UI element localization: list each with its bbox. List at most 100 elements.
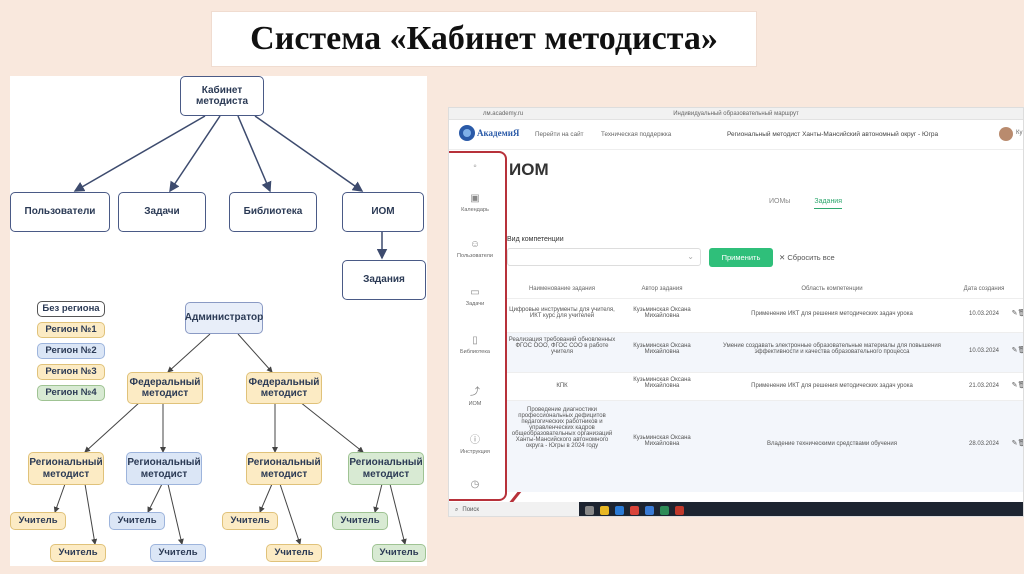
taskbar-search[interactable]: ⌕ Поиск [449,502,579,516]
node-regional-methodist-3: Региональный методист [246,452,322,485]
cell-author: Кузьминская Оксана Михайловна [633,435,691,447]
sidebar-item-calendar[interactable]: ▣ Календарь [449,193,501,213]
node-regional-methodist-1: Региональный методист [28,452,104,485]
node-regional-methodist-4: Региональный методист [348,452,424,485]
node-teacher-4b: Учитель [372,544,426,562]
col-date: Дата создания [963,286,1005,292]
cell-area: Применение ИКТ для решения методических … [751,383,913,389]
competence-select[interactable]: ⌄ [507,248,701,266]
cell-area: Владение техническими средствами обучени… [767,441,897,447]
app-screenshot: лм.academy.ru Индивидуальный образовател… [448,107,1024,517]
app-header: АкадемиЯ Перейти на сайт Техническая под… [449,120,1023,150]
page-title: ИОМ [509,160,549,179]
table-row[interactable]: КПК Кузьминская Оксана Михайловна Примен… [507,372,1023,400]
sidebar-item-users[interactable]: ☺Пользователи [449,239,501,259]
col-area: Область компетенции [801,286,863,292]
col-name: Наименование задания [528,286,596,292]
table-row[interactable]: Проведение диагностики профессиональных … [507,400,1023,492]
cell-name: Цифровые инструменты для учителя, ИКТ ку… [509,307,615,319]
node-federal-methodist-1: Федеральный методист [127,372,203,404]
sidebar-collapse[interactable]: ◦ [449,161,501,175]
app-icon[interactable] [675,505,684,515]
node-library: Библиотека [229,192,317,232]
edit-delete-icons[interactable]: ✎🗑 [1011,347,1023,354]
table-row[interactable]: Цифровые инструменты для учителя, ИКТ ку… [507,298,1023,332]
cell-area: Применение ИКТ для решения методических … [751,311,913,317]
assignments-table: Наименование задания Автор задания Облас… [507,284,1023,492]
edge-icon[interactable] [615,505,624,515]
search-icon: ⌕ [455,506,459,513]
table-row[interactable]: Реализация требований обновленных ФГОС О… [507,332,1023,372]
table-header: Наименование задания Автор задания Облас… [507,284,1023,298]
reset-button[interactable]: ✕ Сбросить все [779,253,835,262]
windows-taskbar: ⌕ Поиск [449,502,1023,516]
structure-diagram: Кабинет методиста Пользователи Задачи Би… [10,76,427,566]
cell-area: Умение создавать электронные образовател… [723,343,941,355]
academy-logo[interactable]: АкадемиЯ [459,125,519,141]
edit-delete-icons[interactable]: ✎🗑 [1011,440,1023,447]
cell-name: Проведение диагностики профессиональных … [511,407,613,449]
sidebar-item-iom[interactable]: ⤴ ИОМ [449,383,501,407]
cell-author: Кузьминская Оксана Михайловна [633,343,691,355]
browser-url[interactable]: лм.academy.ru [483,110,524,117]
tab-assignments[interactable]: Задания [814,198,843,209]
legend-region-1: Регион №1 [37,322,105,338]
cell-name: КПК [556,383,568,389]
node-users: Пользователи [10,192,110,232]
logo-text: АкадемиЯ [477,128,520,138]
taskview-icon[interactable] [585,505,594,515]
sidebar-item-label: ИОМ [468,401,482,407]
avatar[interactable] [999,127,1013,141]
cell-author: Кузьминская Оксана Михайловна [633,377,691,389]
yandex-icon[interactable] [630,505,639,515]
node-administrator: Администратор [185,302,263,334]
node-teacher-2b: Учитель [150,544,206,562]
word-icon[interactable] [645,505,654,515]
cell-date: 10.03.2024 [968,311,1000,317]
col-author: Автор задания [641,286,683,292]
sidebar: ◦ ▣ Календарь ☺Пользователи ▭Задачи ▯Библ… [449,151,507,501]
apply-button[interactable]: Применить [709,248,773,267]
logo-icon [459,125,475,141]
tasks-icon: ▭ [470,287,480,298]
user-role: Региональный методист Ханты-Мансийский а… [727,131,939,138]
sidebar-item-library[interactable]: ▯Библиотека [449,335,501,355]
node-teacher-1a: Учитель [10,512,66,530]
edit-delete-icons[interactable]: ✎🗑 [1011,310,1023,317]
cell-date: 28.03.2024 [968,441,1000,447]
node-teacher-4a: Учитель [332,512,388,530]
cell-name: Реализация требований обновленных ФГОС О… [508,337,616,355]
site-link[interactable]: Перейти на сайт [535,131,584,138]
sidebar-item-clock[interactable]: ◷ [449,479,501,493]
taskbar-search-label: Поиск [462,507,480,513]
node-assignments: Задания [342,260,426,300]
slide-title: Система «Кабинет методиста» [250,20,718,57]
user-name-short[interactable]: Ку [1016,130,1023,136]
browser-bar: лм.academy.ru Индивидуальный образовател… [449,108,1023,120]
node-iom: ИОМ [342,192,424,232]
chevron-down-icon: ⌄ [687,252,694,261]
folder-icon[interactable] [600,505,609,515]
sidebar-item-label: Календарь [461,207,489,213]
node-teacher-3a: Учитель [222,512,278,530]
legend-no-region: Без региона [37,301,105,317]
legend-region-2: Регион №2 [37,343,105,359]
node-federal-methodist-2: Федеральный методист [246,372,322,404]
node-regional-methodist-2: Региональный методист [126,452,202,485]
calendar-icon: ▣ [470,193,480,204]
legend-region-3: Регион №3 [37,364,105,380]
chart-icon: ⤴ [470,387,480,398]
node-tasks: Задачи [118,192,206,232]
support-link[interactable]: Техническая поддержка [601,131,672,138]
sidebar-item-tasks[interactable]: ▭Задачи [449,287,501,307]
sidebar-item-label: Пользователи [457,253,493,259]
cell-date: 10.03.2024 [968,348,1000,354]
excel-icon[interactable] [660,505,669,515]
edit-delete-icons[interactable]: ✎🗑 [1011,382,1023,389]
tab-ioms[interactable]: ИОМы [769,198,791,205]
info-icon: ⓘ [470,435,480,446]
competence-label: Вид компетенции [507,236,564,243]
cell-date: 21.03.2024 [968,383,1000,389]
clock-icon: ◷ [470,479,480,490]
